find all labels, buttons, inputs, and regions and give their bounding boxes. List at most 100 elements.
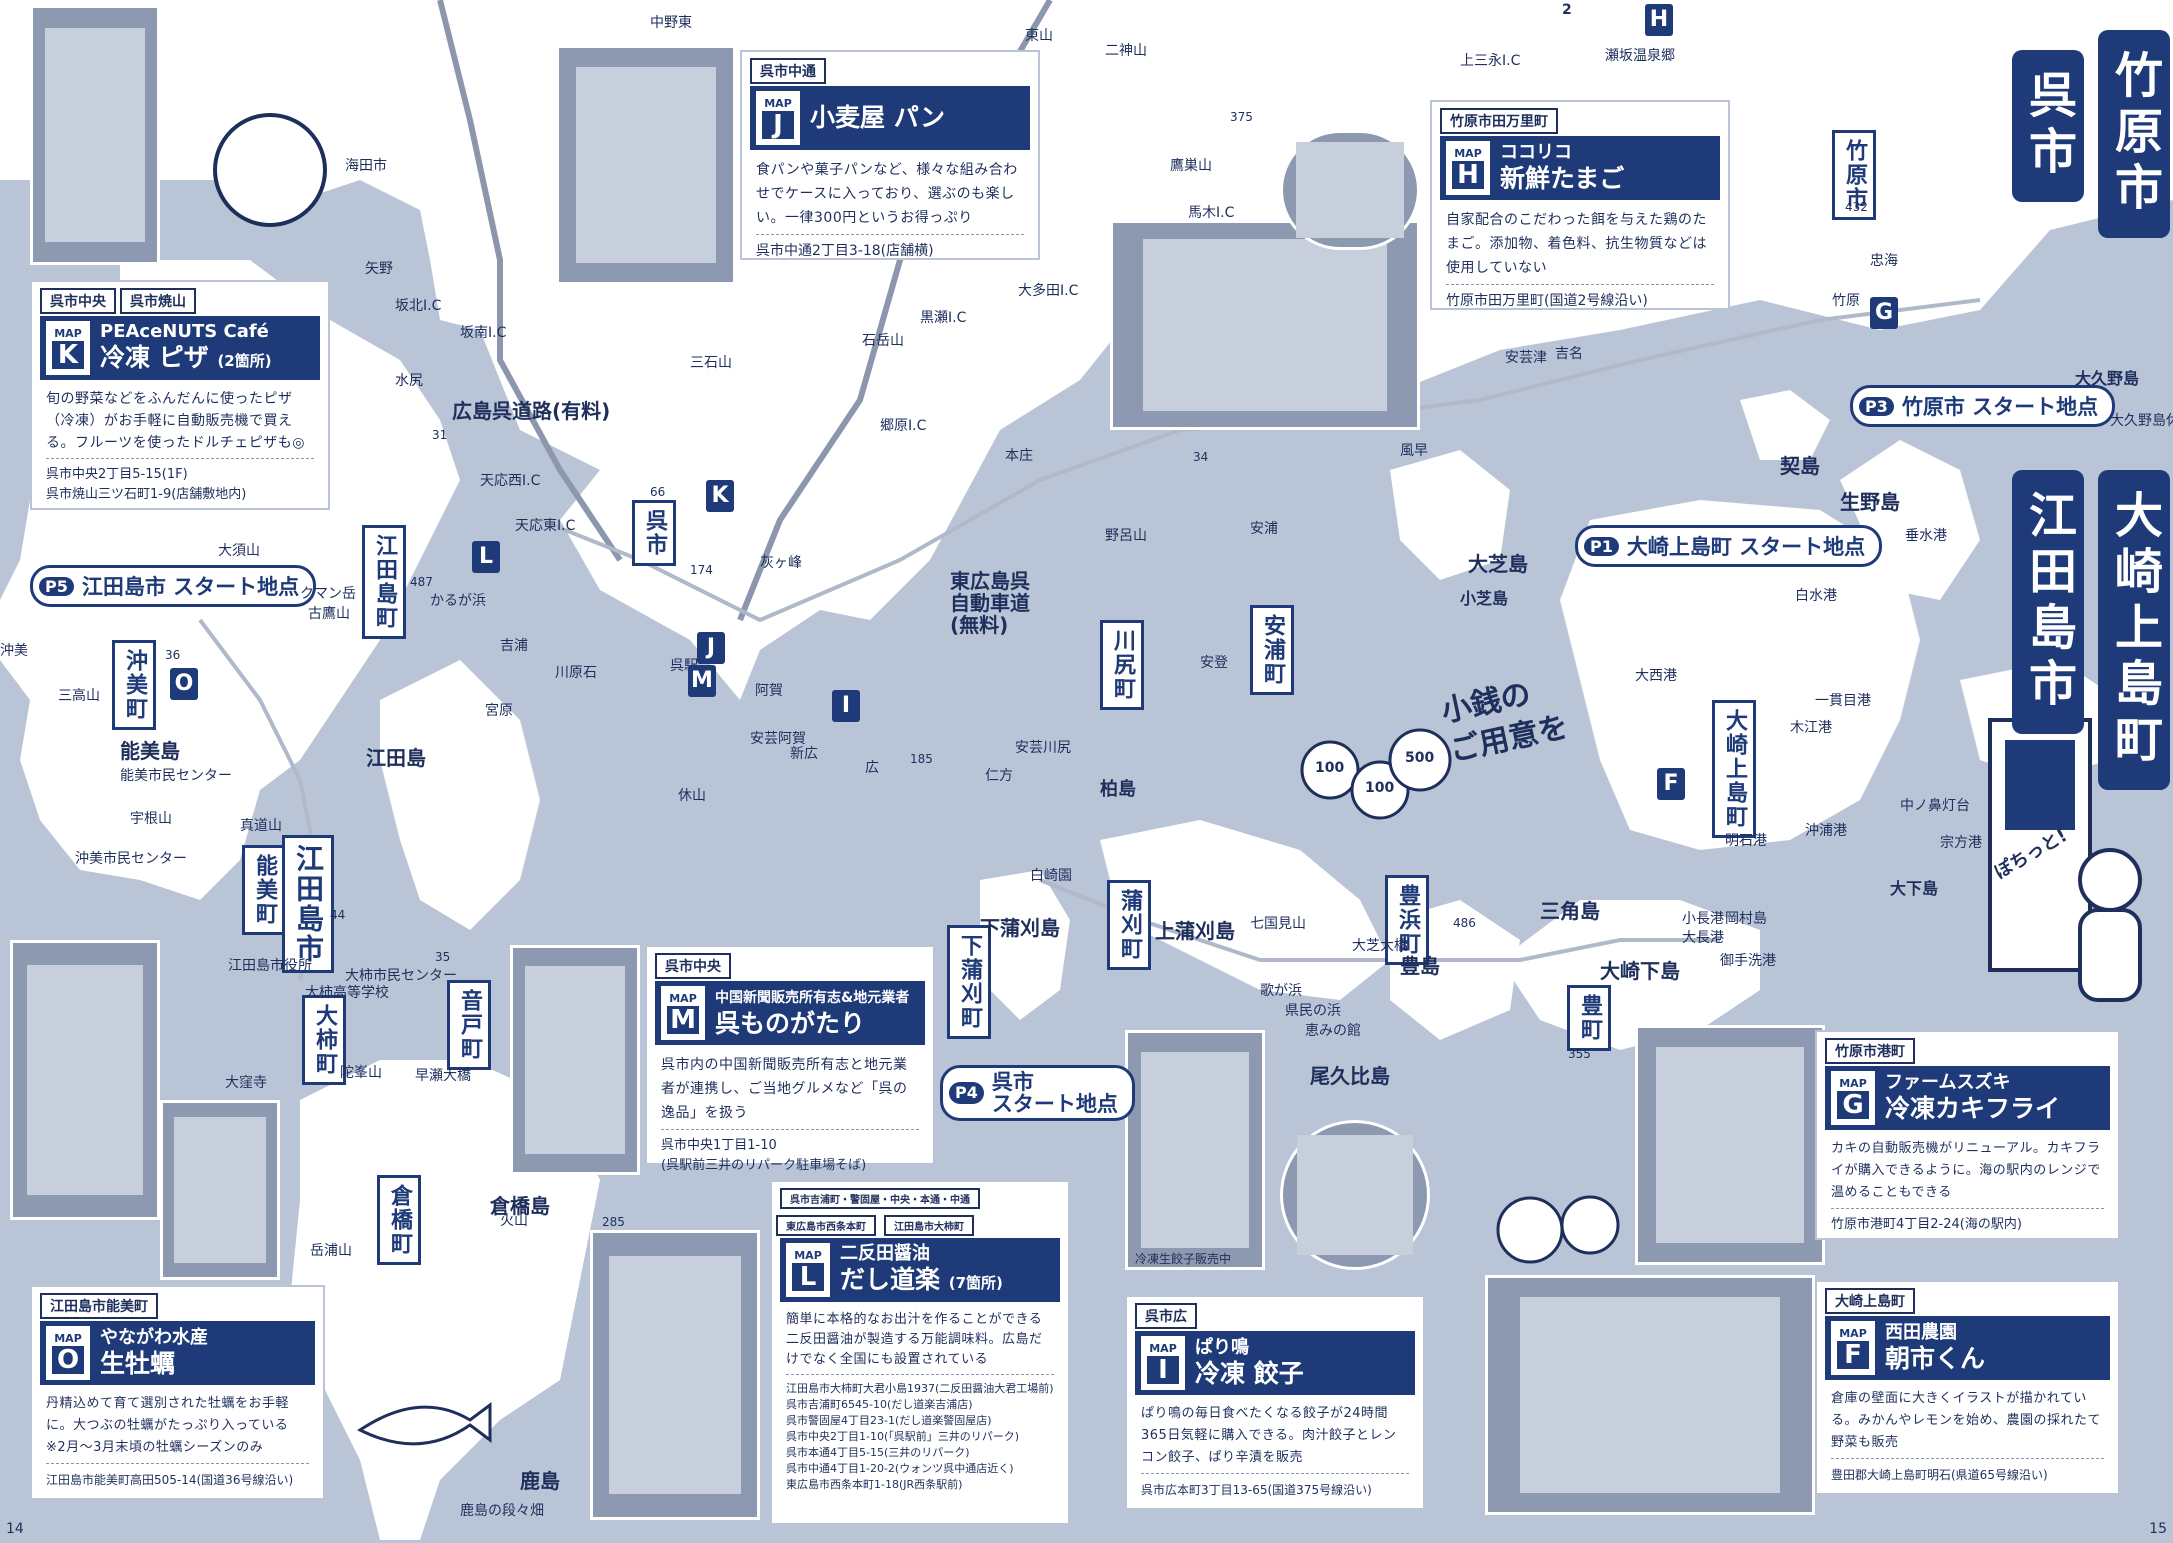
card-title: 小麦屋 パン <box>810 103 945 132</box>
place-label: 矢野 <box>365 261 393 277</box>
muni-label: 大崎上島町 <box>1712 700 1756 838</box>
area-tag: 竹原市田万里町 <box>1440 108 1558 134</box>
muni-label: 豊町 <box>1567 985 1611 1051</box>
photo-kuremono <box>510 945 640 1175</box>
place-label: 広島呉道路(有料) <box>452 399 611 423</box>
place-label: 瀬坂温泉郷 <box>1605 48 1675 64</box>
area-tag: 呉市広 <box>1135 1303 1197 1329</box>
card-title: 呉ものがたり <box>715 1009 866 1038</box>
area-tag: 江田島市能美町 <box>40 1293 158 1319</box>
place-label: 上蒲刈島 <box>1155 919 1235 943</box>
place-label: 坂北I.C <box>395 298 442 314</box>
place-label: 江田島市役所 <box>228 958 312 974</box>
coin-value: 500 <box>1405 750 1435 766</box>
road-number: 36 <box>165 648 181 662</box>
start-point-p3[interactable]: P3 竹原市 スタート地点 <box>1850 385 2116 427</box>
area-tag: 大崎上島町 <box>1825 1288 1915 1314</box>
place-label: 県民の浜 <box>1285 1003 1341 1019</box>
place-label: 鹿島の段々畑 <box>460 1503 544 1519</box>
card-description: 丹精込めて育て選別された牡蠣をお手軽に。大つぶの牡蠣がたっぷり入っている ※2月… <box>46 1396 290 1455</box>
place-label: 下蒲刈島 <box>980 916 1060 940</box>
vending-marker-o[interactable]: O <box>170 668 198 700</box>
vending-marker-f[interactable]: F <box>1657 768 1685 800</box>
card-address: 呉市広本町3丁目13-65(国道375号線沿い) <box>1141 1473 1409 1500</box>
person-illustration <box>2078 848 2142 912</box>
place-label: 宗方港 <box>1940 835 1982 851</box>
start-point-id: P3 <box>1859 396 1894 416</box>
place-label: 風早 <box>1400 443 1428 459</box>
muni-label: 竹原市 <box>1832 130 1876 220</box>
place-label: かるが浜 <box>430 593 486 609</box>
place-label: 大多田I.C <box>1018 283 1079 299</box>
vending-marker-k[interactable]: K <box>706 480 734 512</box>
card-description: 呉市内の中国新聞販売所有志と地元業者が連携し、ご当地グルメなど「呉の逸品」を扱う <box>661 1057 908 1121</box>
vending-marker-j[interactable]: J <box>697 632 725 664</box>
vending-marker-h[interactable]: H <box>1645 4 1673 36</box>
place-label: 歌が浜 <box>1260 983 1302 999</box>
muni-label: 川尻町 <box>1100 620 1144 710</box>
vending-marker-g[interactable]: G <box>1870 297 1898 329</box>
place-label: 豊島 <box>1400 954 1440 978</box>
oshiba-island <box>1390 450 1510 580</box>
place-label: 二神山 <box>1105 43 1147 59</box>
place-label: 灰ヶ峰 <box>760 555 802 571</box>
muni-label: 音戸町 <box>447 980 491 1070</box>
muni-label: 安浦町 <box>1250 605 1294 695</box>
photo-ramen <box>1280 1120 1430 1270</box>
card-title: 朝市くん <box>1885 1344 1986 1373</box>
place-label: 江田島 <box>366 746 426 770</box>
card-description: ぱり鳴の毎日食べたくなる餃子が24時間365日気軽に購入できる。肉汁餃子とレンコ… <box>1141 1406 1397 1465</box>
place-label: 吉名 <box>1555 346 1583 362</box>
place-label: 柏島 <box>1100 779 1136 800</box>
photo-pizza-vending <box>30 5 160 265</box>
place-label: 大崎下島 <box>1600 959 1680 983</box>
place-label: 岡村島 <box>1725 911 1767 927</box>
muni-label: 下蒲刈町 <box>947 925 991 1039</box>
place-label: 中ノ鼻灯台 <box>1900 798 1970 814</box>
place-label: 鷹巣山 <box>1170 158 1212 174</box>
place-label: 海田市 <box>345 158 387 174</box>
road-number: 2 <box>1562 2 1572 18</box>
card-address: 竹原市港町4丁目2-24(海の駅内) <box>1831 1208 2104 1235</box>
start-point-label: 竹原市 スタート地点 <box>1901 395 2099 419</box>
vending-marker-l[interactable]: L <box>472 541 500 573</box>
place-label: 天応東I.C <box>515 518 576 534</box>
card-description: 簡単に本格的なお出汁を作ることができる二反田醤油が製造する万能調味料。広島だけで… <box>786 1312 1043 1367</box>
vending-marker-m[interactable]: M <box>688 665 716 697</box>
muni-label: 能美町 <box>242 845 286 935</box>
card-title: 生牡蠣 <box>100 1349 176 1378</box>
card-subtitle: ココリコ <box>1500 142 1572 163</box>
place-label: 鹿島 <box>520 1469 560 1493</box>
photo-egg-closeup <box>1280 130 1420 250</box>
kamikamagari-island <box>1100 820 1390 1000</box>
place-label: 大窪寺 <box>225 1075 267 1091</box>
place-label: 木江港 <box>1790 720 1832 736</box>
card-address: 豊田郡大崎上島町明石(県道65号線沿い) <box>1831 1458 2104 1485</box>
start-point-label: 大崎上島町 スタート地点 <box>1626 535 1866 559</box>
vending-marker-i[interactable]: I <box>832 690 860 722</box>
place-label: 馬木I.C <box>1188 205 1235 221</box>
shoji-island <box>1740 390 1830 460</box>
place-label: 黒瀬I.C <box>920 310 967 326</box>
card-address: 竹原市田万里町(国道2号線沿い) <box>1446 284 1714 311</box>
road-number: 174 <box>690 563 713 577</box>
card-title: 冷凍カキフライ <box>1885 1094 2061 1123</box>
road-number: 34 <box>1193 450 1209 464</box>
place-label: 大西港 <box>1635 668 1677 684</box>
muni-label: 江田島町 <box>362 525 406 639</box>
muni-label: 蒲刈町 <box>1107 880 1151 970</box>
